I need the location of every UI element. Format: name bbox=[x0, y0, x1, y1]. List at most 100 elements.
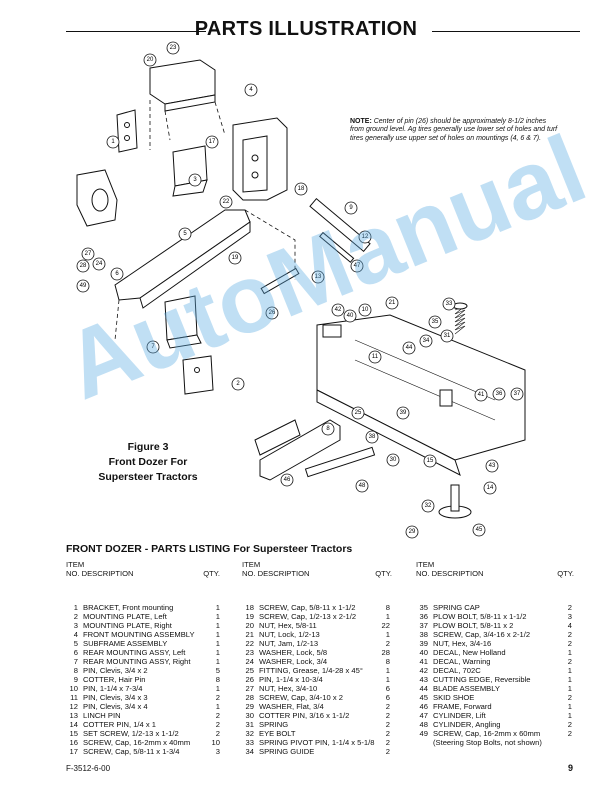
item-description: NUT, Hex, 3/4-10 bbox=[259, 684, 318, 693]
column-header-no-desc: NO. DESCRIPTION bbox=[66, 569, 134, 578]
item-description: (Steering Stop Bolts, not shown) bbox=[433, 738, 542, 747]
item-number: 5 bbox=[73, 639, 78, 648]
center-bracket bbox=[172, 145, 208, 197]
item-number: 9 bbox=[73, 675, 78, 684]
item-number: 45 bbox=[419, 693, 428, 702]
callout-14: 14 bbox=[483, 481, 497, 495]
column-header-item: ITEM bbox=[242, 560, 261, 569]
item-number: 8 bbox=[73, 666, 78, 675]
svg-text:11: 11 bbox=[372, 354, 379, 360]
svg-text:45: 45 bbox=[476, 527, 483, 533]
callout-26: 26 bbox=[265, 306, 279, 320]
item-quantity: 1 bbox=[385, 675, 390, 684]
item-number: 4 bbox=[73, 630, 78, 639]
column-header-no-desc: NO. DESCRIPTION bbox=[242, 569, 310, 578]
callout-18: 18 bbox=[294, 182, 308, 196]
svg-text:39: 39 bbox=[400, 410, 407, 416]
svg-text:36: 36 bbox=[496, 391, 503, 397]
item-description: SCREW, Cap, 3/4-10 x 2 bbox=[259, 693, 343, 702]
page-title: PARTS ILLUSTRATION bbox=[194, 18, 418, 40]
svg-text:26: 26 bbox=[269, 310, 276, 316]
item-quantity: 2 bbox=[385, 729, 390, 738]
item-quantity: 1 bbox=[567, 675, 572, 684]
column-header-qty: QTY. bbox=[557, 569, 574, 578]
svg-text:37: 37 bbox=[514, 391, 521, 397]
item-number: 1 bbox=[73, 603, 78, 612]
item-number: 13 bbox=[69, 711, 78, 720]
item-quantity: 2 bbox=[567, 657, 572, 666]
item-description: BLADE ASSEMBLY bbox=[433, 684, 500, 693]
callout-29: 29 bbox=[405, 525, 419, 539]
item-number: 17 bbox=[69, 747, 78, 756]
item-quantity: 6 bbox=[385, 693, 390, 702]
column-header: NO. DESCRIPTION QTY. bbox=[242, 569, 394, 578]
mounting-plate-right bbox=[182, 355, 214, 395]
svg-text:28: 28 bbox=[80, 263, 87, 269]
item-description: REAR MOUNTING ASSY, Left bbox=[83, 648, 186, 657]
svg-text:41: 41 bbox=[478, 392, 485, 398]
callout-6: 6 bbox=[110, 267, 124, 281]
item-number: 12 bbox=[69, 702, 78, 711]
callout-39: 39 bbox=[396, 406, 410, 420]
item-number: 14 bbox=[69, 720, 78, 729]
callout-49: 49 bbox=[76, 279, 90, 293]
note-text: Center of pin (26) should be approximate… bbox=[350, 118, 558, 142]
item-quantity: 2 bbox=[215, 711, 220, 720]
item-quantity: 1 bbox=[215, 702, 220, 711]
item-number: 21 bbox=[245, 630, 254, 639]
item-quantity: 1 bbox=[385, 612, 390, 621]
mounting-plate-left bbox=[116, 109, 138, 153]
callout-41: 41 bbox=[474, 388, 488, 402]
item-quantity: 2 bbox=[385, 738, 390, 747]
item-quantity: 2 bbox=[385, 702, 390, 711]
item-description: MOUNTING PLATE, Right bbox=[83, 621, 172, 630]
front-mounting-bracket bbox=[149, 59, 226, 150]
item-description: NUT, Hex, 3/4-16 bbox=[433, 639, 492, 648]
item-description: NUT, Hex, 5/8-11 bbox=[259, 621, 317, 630]
svg-text:42: 42 bbox=[335, 307, 342, 313]
item-description: PIN, 1-1/4 x 10-3/4 bbox=[259, 675, 323, 684]
item-description: CYLINDER, Lift bbox=[433, 711, 486, 720]
item-number: 47 bbox=[419, 711, 428, 720]
item-description: REAR MOUNTING ASSY, Right bbox=[83, 657, 191, 666]
callout-32: 32 bbox=[421, 499, 435, 513]
svg-text:46: 46 bbox=[284, 477, 291, 483]
svg-text:19: 19 bbox=[232, 255, 239, 261]
item-description: PIN, Clevis, 3/4 x 2 bbox=[83, 666, 148, 675]
svg-text:10: 10 bbox=[362, 307, 369, 313]
svg-text:6: 6 bbox=[115, 271, 119, 277]
item-description: WASHER, Lock, 5/8 bbox=[259, 648, 328, 657]
callout-13: 13 bbox=[311, 270, 325, 284]
column-header-qty: QTY. bbox=[375, 569, 392, 578]
callout-42: 42 bbox=[331, 303, 345, 317]
parts-illustration: 23 20 4 1 17 3 18 22 9 12 27 24 5 28 19 … bbox=[76, 41, 526, 539]
column-header-no-desc: NO. DESCRIPTION bbox=[416, 569, 484, 578]
item-quantity: 1 bbox=[215, 657, 220, 666]
svg-text:31: 31 bbox=[444, 333, 451, 339]
item-number: 30 bbox=[245, 711, 254, 720]
page-number: 9 bbox=[568, 763, 574, 773]
item-quantity: 1 bbox=[215, 648, 220, 657]
callout-34: 34 bbox=[419, 334, 433, 348]
item-number: 42 bbox=[419, 666, 428, 675]
callout-36: 36 bbox=[492, 387, 506, 401]
svg-text:22: 22 bbox=[223, 199, 230, 205]
item-quantity: 2 bbox=[567, 639, 572, 648]
callout-35: 35 bbox=[428, 315, 442, 329]
svg-text:32: 32 bbox=[425, 503, 432, 509]
callout-8: 8 bbox=[321, 422, 335, 436]
